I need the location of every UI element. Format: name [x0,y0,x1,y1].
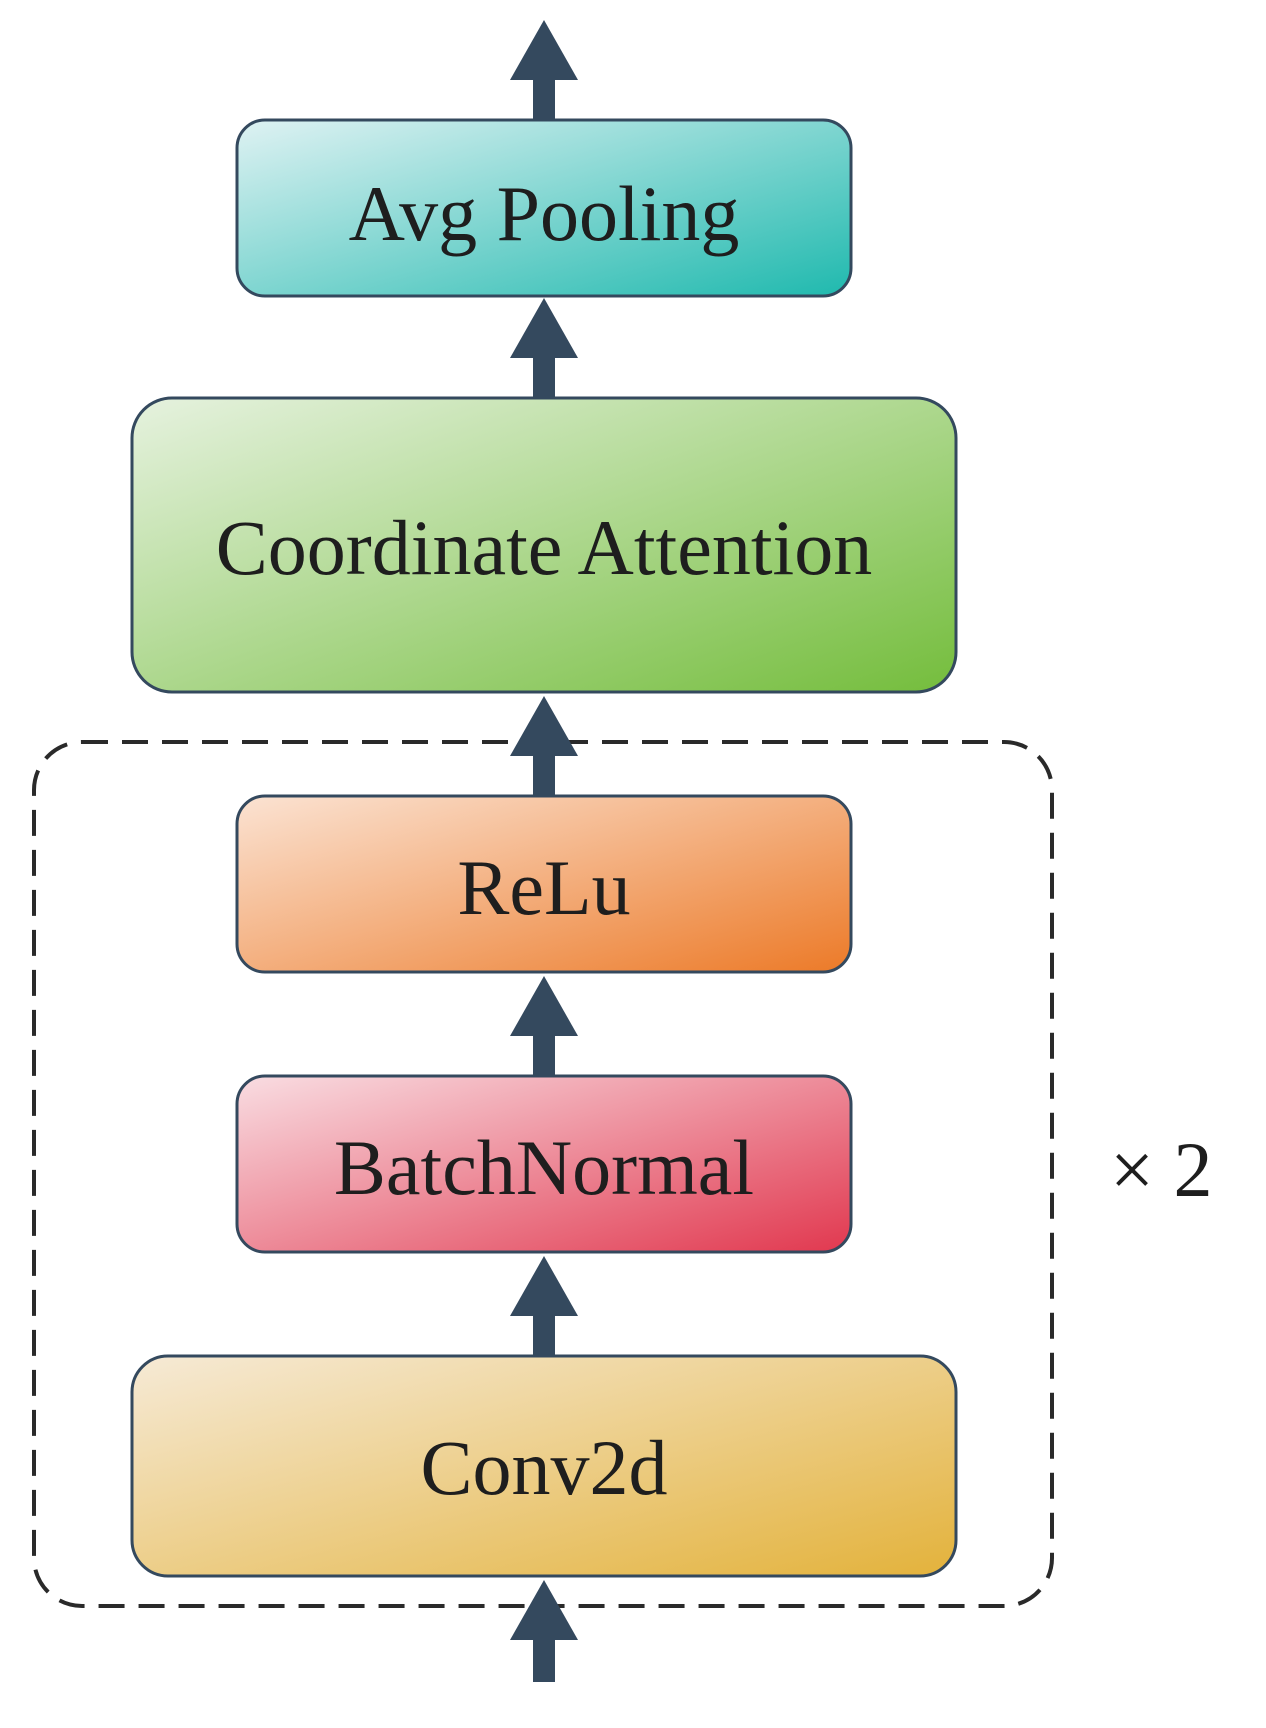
arrow-conv-to-bn [510,1256,578,1358]
relu-label: ReLu [457,844,630,931]
relu-block: ReLu [235,794,853,974]
conv2d-block: Conv2d [130,1354,958,1578]
arrow-relu-to-ca [510,696,578,798]
batch-normal-label: BatchNormal [334,1124,754,1211]
coordinate-attention-label: Coordinate Attention [216,504,872,591]
arrow-ca-to-avgpool [510,298,578,400]
arrow-output [510,20,578,122]
batch-normal-block: BatchNormal [235,1074,853,1254]
avg-pooling-block: Avg Pooling [235,118,853,298]
coordinate-attention-block: Coordinate Attention [130,396,958,694]
conv2d-label: Conv2d [420,1424,667,1511]
arrow-bn-to-relu [510,976,578,1078]
arrow-input [510,1580,578,1682]
avg-pooling-label: Avg Pooling [349,170,740,257]
repeat-count-label: × 2 [1110,1126,1213,1213]
